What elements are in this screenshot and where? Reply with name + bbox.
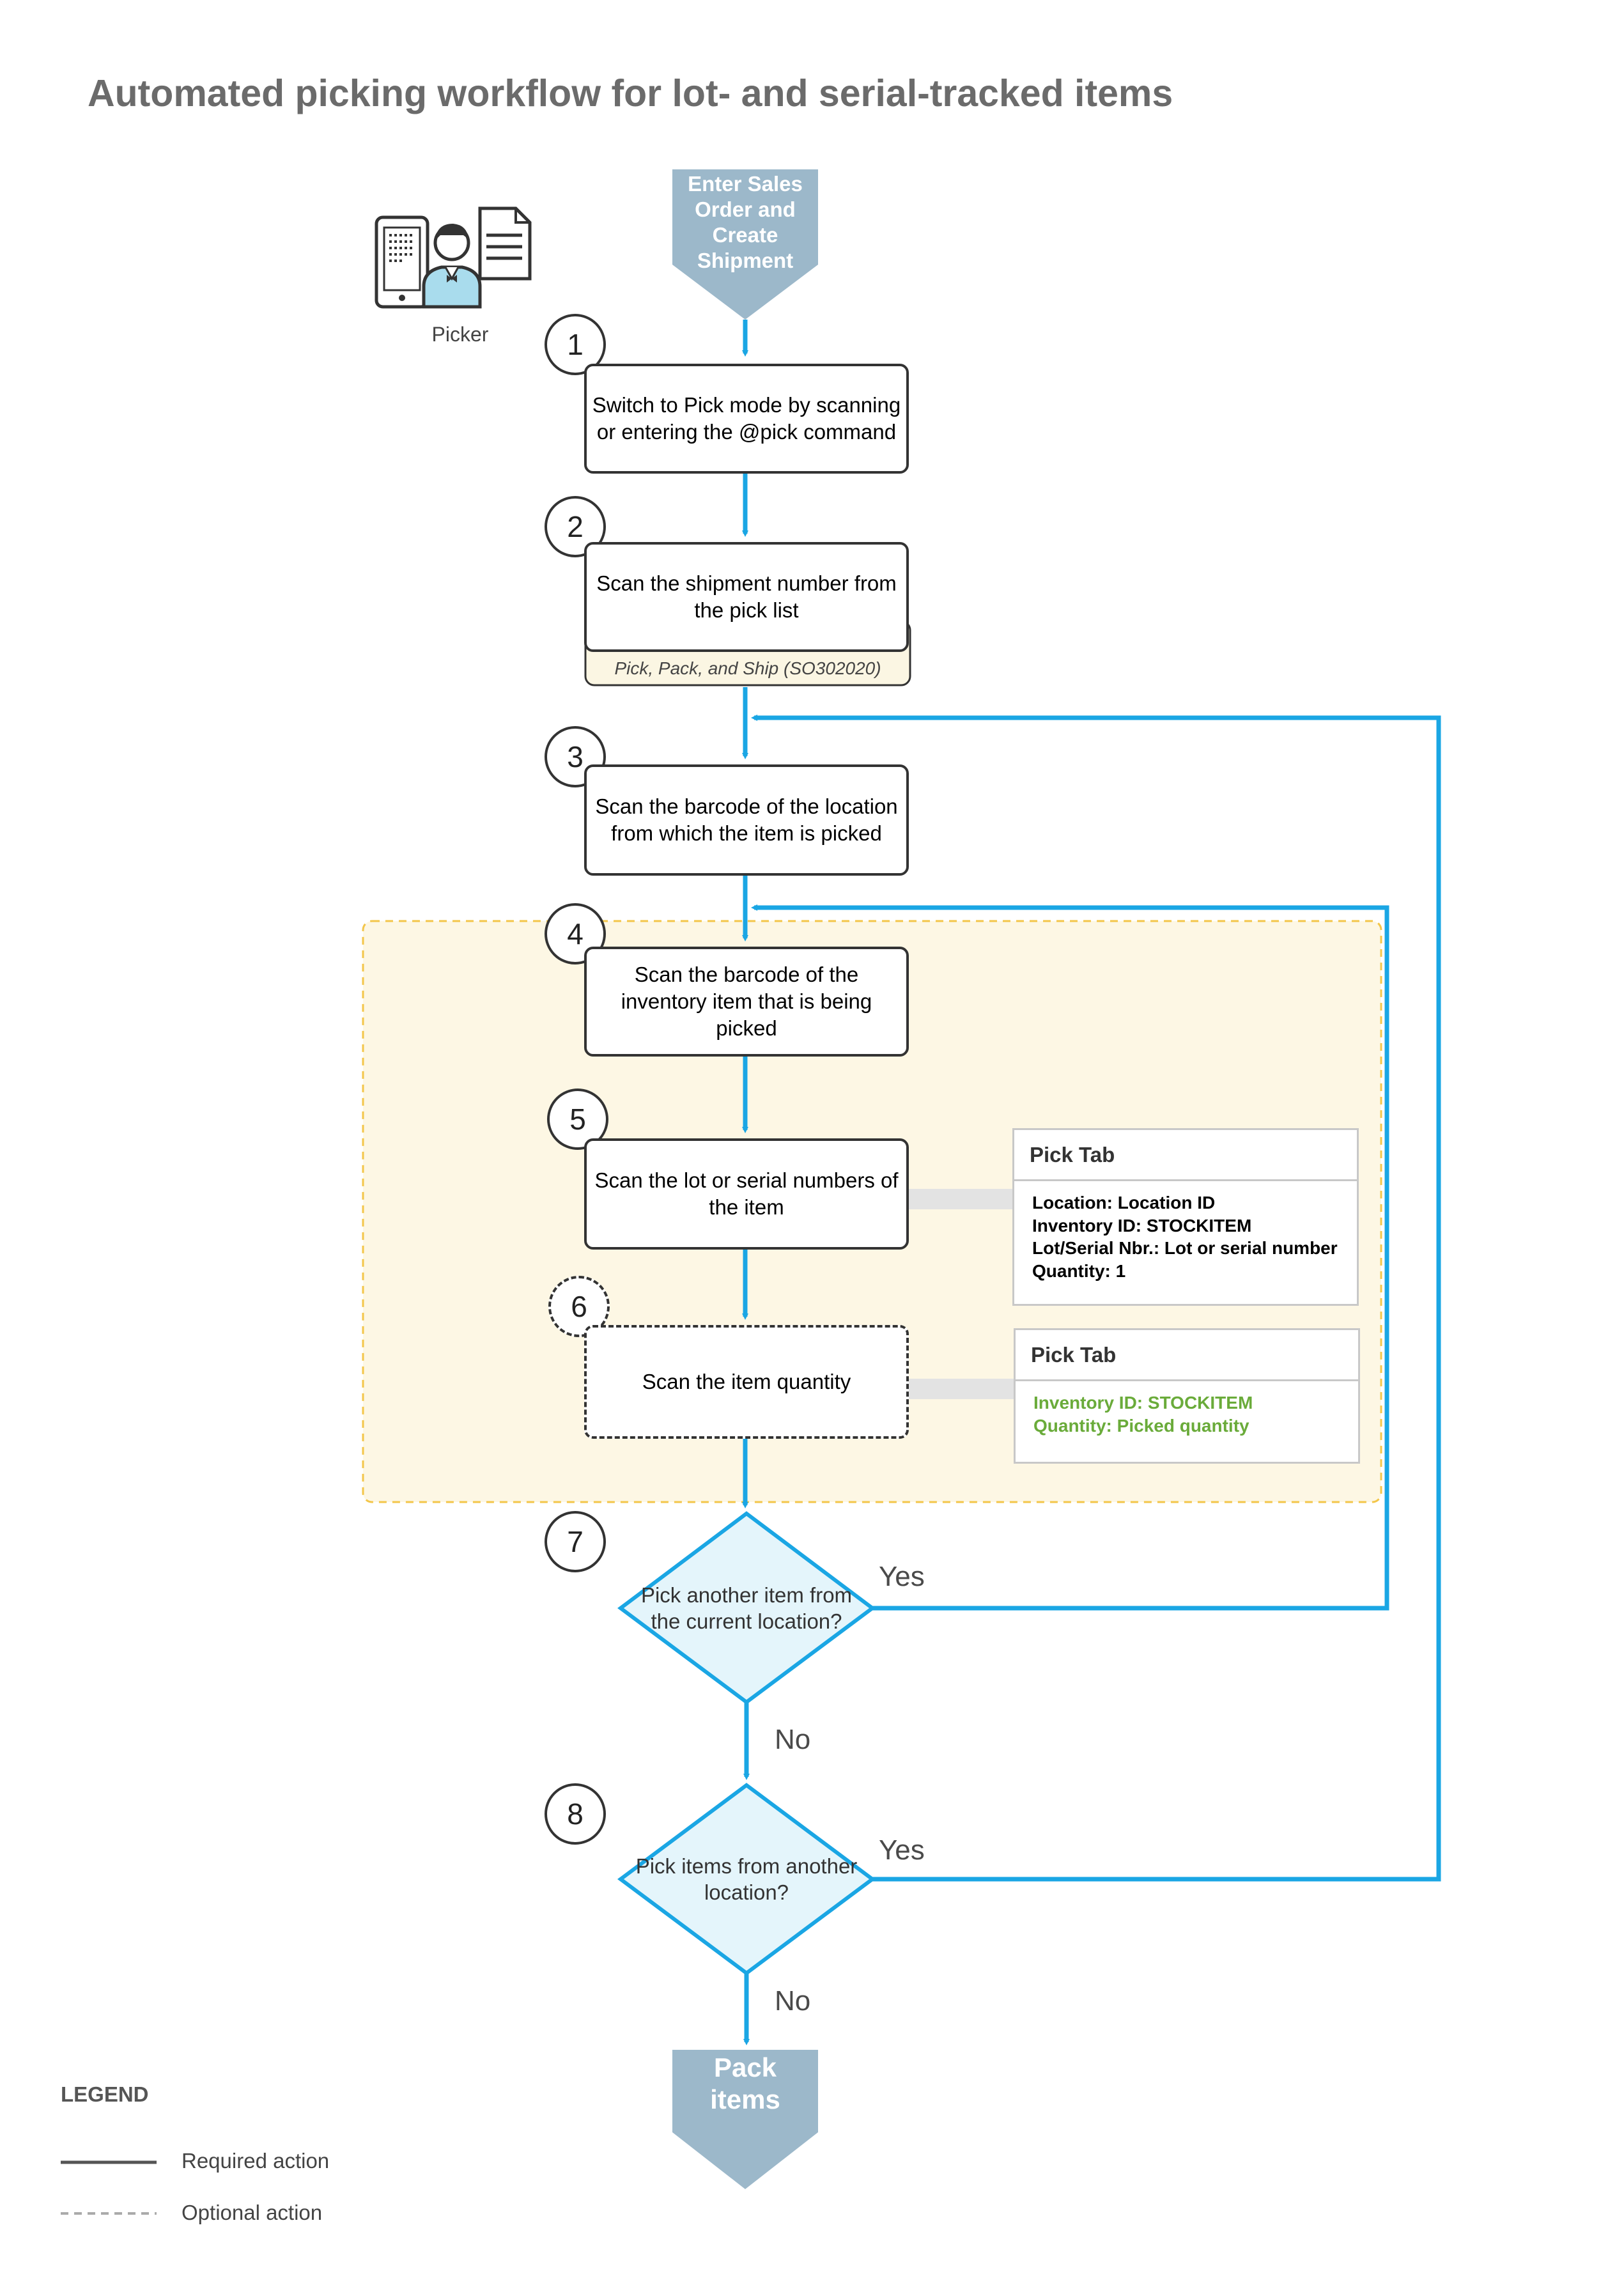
pick-tab-card-1: Pick Tab Location: Location ID Inventory… xyxy=(1012,1128,1359,1306)
decision-7-yes-label: Yes xyxy=(879,1561,925,1592)
pick-tab-1-line: Inventory ID: STOCKITEM xyxy=(1032,1215,1252,1236)
start-terminal-label: Enter Sales Order and Create Shipment xyxy=(688,172,803,272)
step-4-text: Scan the barcode of the inventory item t… xyxy=(621,963,872,1040)
step-1-box: Switch to Pick mode by scanning or enter… xyxy=(584,364,909,474)
step-6-text: Scan the item quantity xyxy=(642,1370,851,1394)
pick-tab-card-2: Pick Tab Inventory ID: STOCKITEM Quantit… xyxy=(1014,1328,1360,1464)
start-terminal-shape xyxy=(672,169,818,320)
document-card-label: Pick, Pack, and Ship (SO302020) xyxy=(614,658,881,678)
legend-optional-label: Optional action xyxy=(182,2201,323,2224)
pick-tab-2-header: Pick Tab xyxy=(1016,1330,1358,1381)
loop-7-to-4 xyxy=(751,904,1389,1611)
step-3-text: Scan the barcode of the location from wh… xyxy=(595,794,898,845)
loop-8-to-3 xyxy=(751,715,1441,1882)
decision-8-no-label: No xyxy=(775,1985,811,2017)
pick-tab-2-line: Quantity: Picked quantity xyxy=(1033,1415,1249,1436)
picker-with-scanner-icon xyxy=(375,206,532,309)
step-1-text: Switch to Pick mode by scanning or enter… xyxy=(592,393,901,444)
legend-title: LEGEND xyxy=(61,2082,149,2106)
pick-tab-1-header: Pick Tab xyxy=(1014,1130,1357,1181)
diagram-title: Automated picking workflow for lot- and … xyxy=(88,72,1173,114)
step-4-box: Scan the barcode of the inventory item t… xyxy=(584,947,909,1057)
pick-tab-1-line: Lot/Serial Nbr.: Lot or serial number xyxy=(1032,1238,1338,1259)
pick-tab-1-line: Quantity: 1 xyxy=(1032,1260,1126,1281)
step-7-number: 7 xyxy=(545,1511,606,1572)
step-8-number: 8 xyxy=(545,1783,606,1845)
decision-8-text: Pick items from another location? xyxy=(635,1854,858,1905)
pick-tab-2-body: Inventory ID: STOCKITEM Quantity: Picked… xyxy=(1016,1381,1358,1437)
step-2-text: Scan the shipment number from the pick l… xyxy=(596,571,897,622)
decision-7-text: Pick another item from the current locat… xyxy=(640,1583,853,1634)
step-5-text: Scan the lot or serial numbers of the it… xyxy=(594,1168,899,1219)
pick-tab-2-line: Inventory ID: STOCKITEM xyxy=(1033,1393,1253,1413)
end-terminal-shape xyxy=(672,2050,818,2189)
step-5-box: Scan the lot or serial numbers of the it… xyxy=(584,1138,909,1250)
picker-label: Picker xyxy=(431,323,489,346)
step-1-number: 1 xyxy=(545,314,606,375)
pick-tab-1-line: Location: Location ID xyxy=(1032,1193,1216,1213)
end-terminal-label: Pack items xyxy=(710,2052,780,2114)
connector-step6-tab xyxy=(908,1379,1016,1399)
pick-tab-1-body: Location: Location ID Inventory ID: STOC… xyxy=(1014,1181,1357,1282)
decision-8-yes-label: Yes xyxy=(879,1834,925,1866)
connector-step5-tab xyxy=(908,1189,1016,1209)
decision-7-no-label: No xyxy=(775,1724,811,1755)
step-3-box: Scan the barcode of the location from wh… xyxy=(584,764,909,876)
legend-required-label: Required action xyxy=(182,2149,330,2173)
step-2-box: Scan the shipment number from the pick l… xyxy=(584,542,909,652)
step-6-box: Scan the item quantity xyxy=(584,1325,909,1439)
